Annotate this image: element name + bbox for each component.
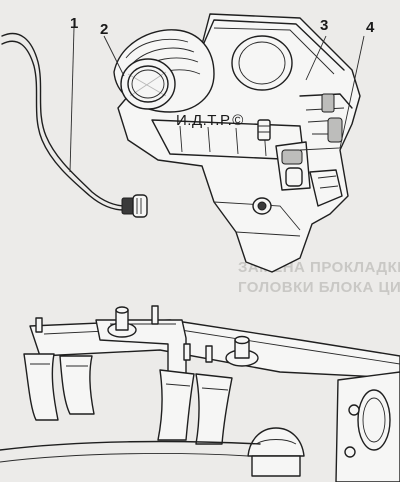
sensor-connector xyxy=(121,194,148,218)
intake-hose xyxy=(113,29,215,113)
leader-line-1 xyxy=(69,27,75,173)
electrical-connector xyxy=(275,141,343,207)
callout-3: 3 xyxy=(320,17,328,34)
callout-4: 4 xyxy=(366,19,375,36)
stud-right xyxy=(225,335,259,367)
dome-cap xyxy=(247,427,305,477)
watermark: И.Д.Т.Р.© xyxy=(176,112,244,129)
air-filter-assembly: И.Д.Т.Р.© xyxy=(1,13,365,273)
callout-2: 2 xyxy=(100,21,108,38)
leader-line-2 xyxy=(103,35,125,77)
cylinder-head-assembly xyxy=(0,305,400,482)
leader-line-3 xyxy=(305,35,327,81)
bleed-line-2: ГОЛОВКИ БЛОКА ЦИЛИНДРОВ xyxy=(238,279,400,296)
callout-1: 1 xyxy=(70,15,78,32)
sensor-wire xyxy=(1,32,127,207)
stud-left xyxy=(107,306,137,338)
leader-line-4 xyxy=(299,35,365,151)
lid-screw xyxy=(257,119,271,141)
lid-round-opening xyxy=(231,35,293,91)
